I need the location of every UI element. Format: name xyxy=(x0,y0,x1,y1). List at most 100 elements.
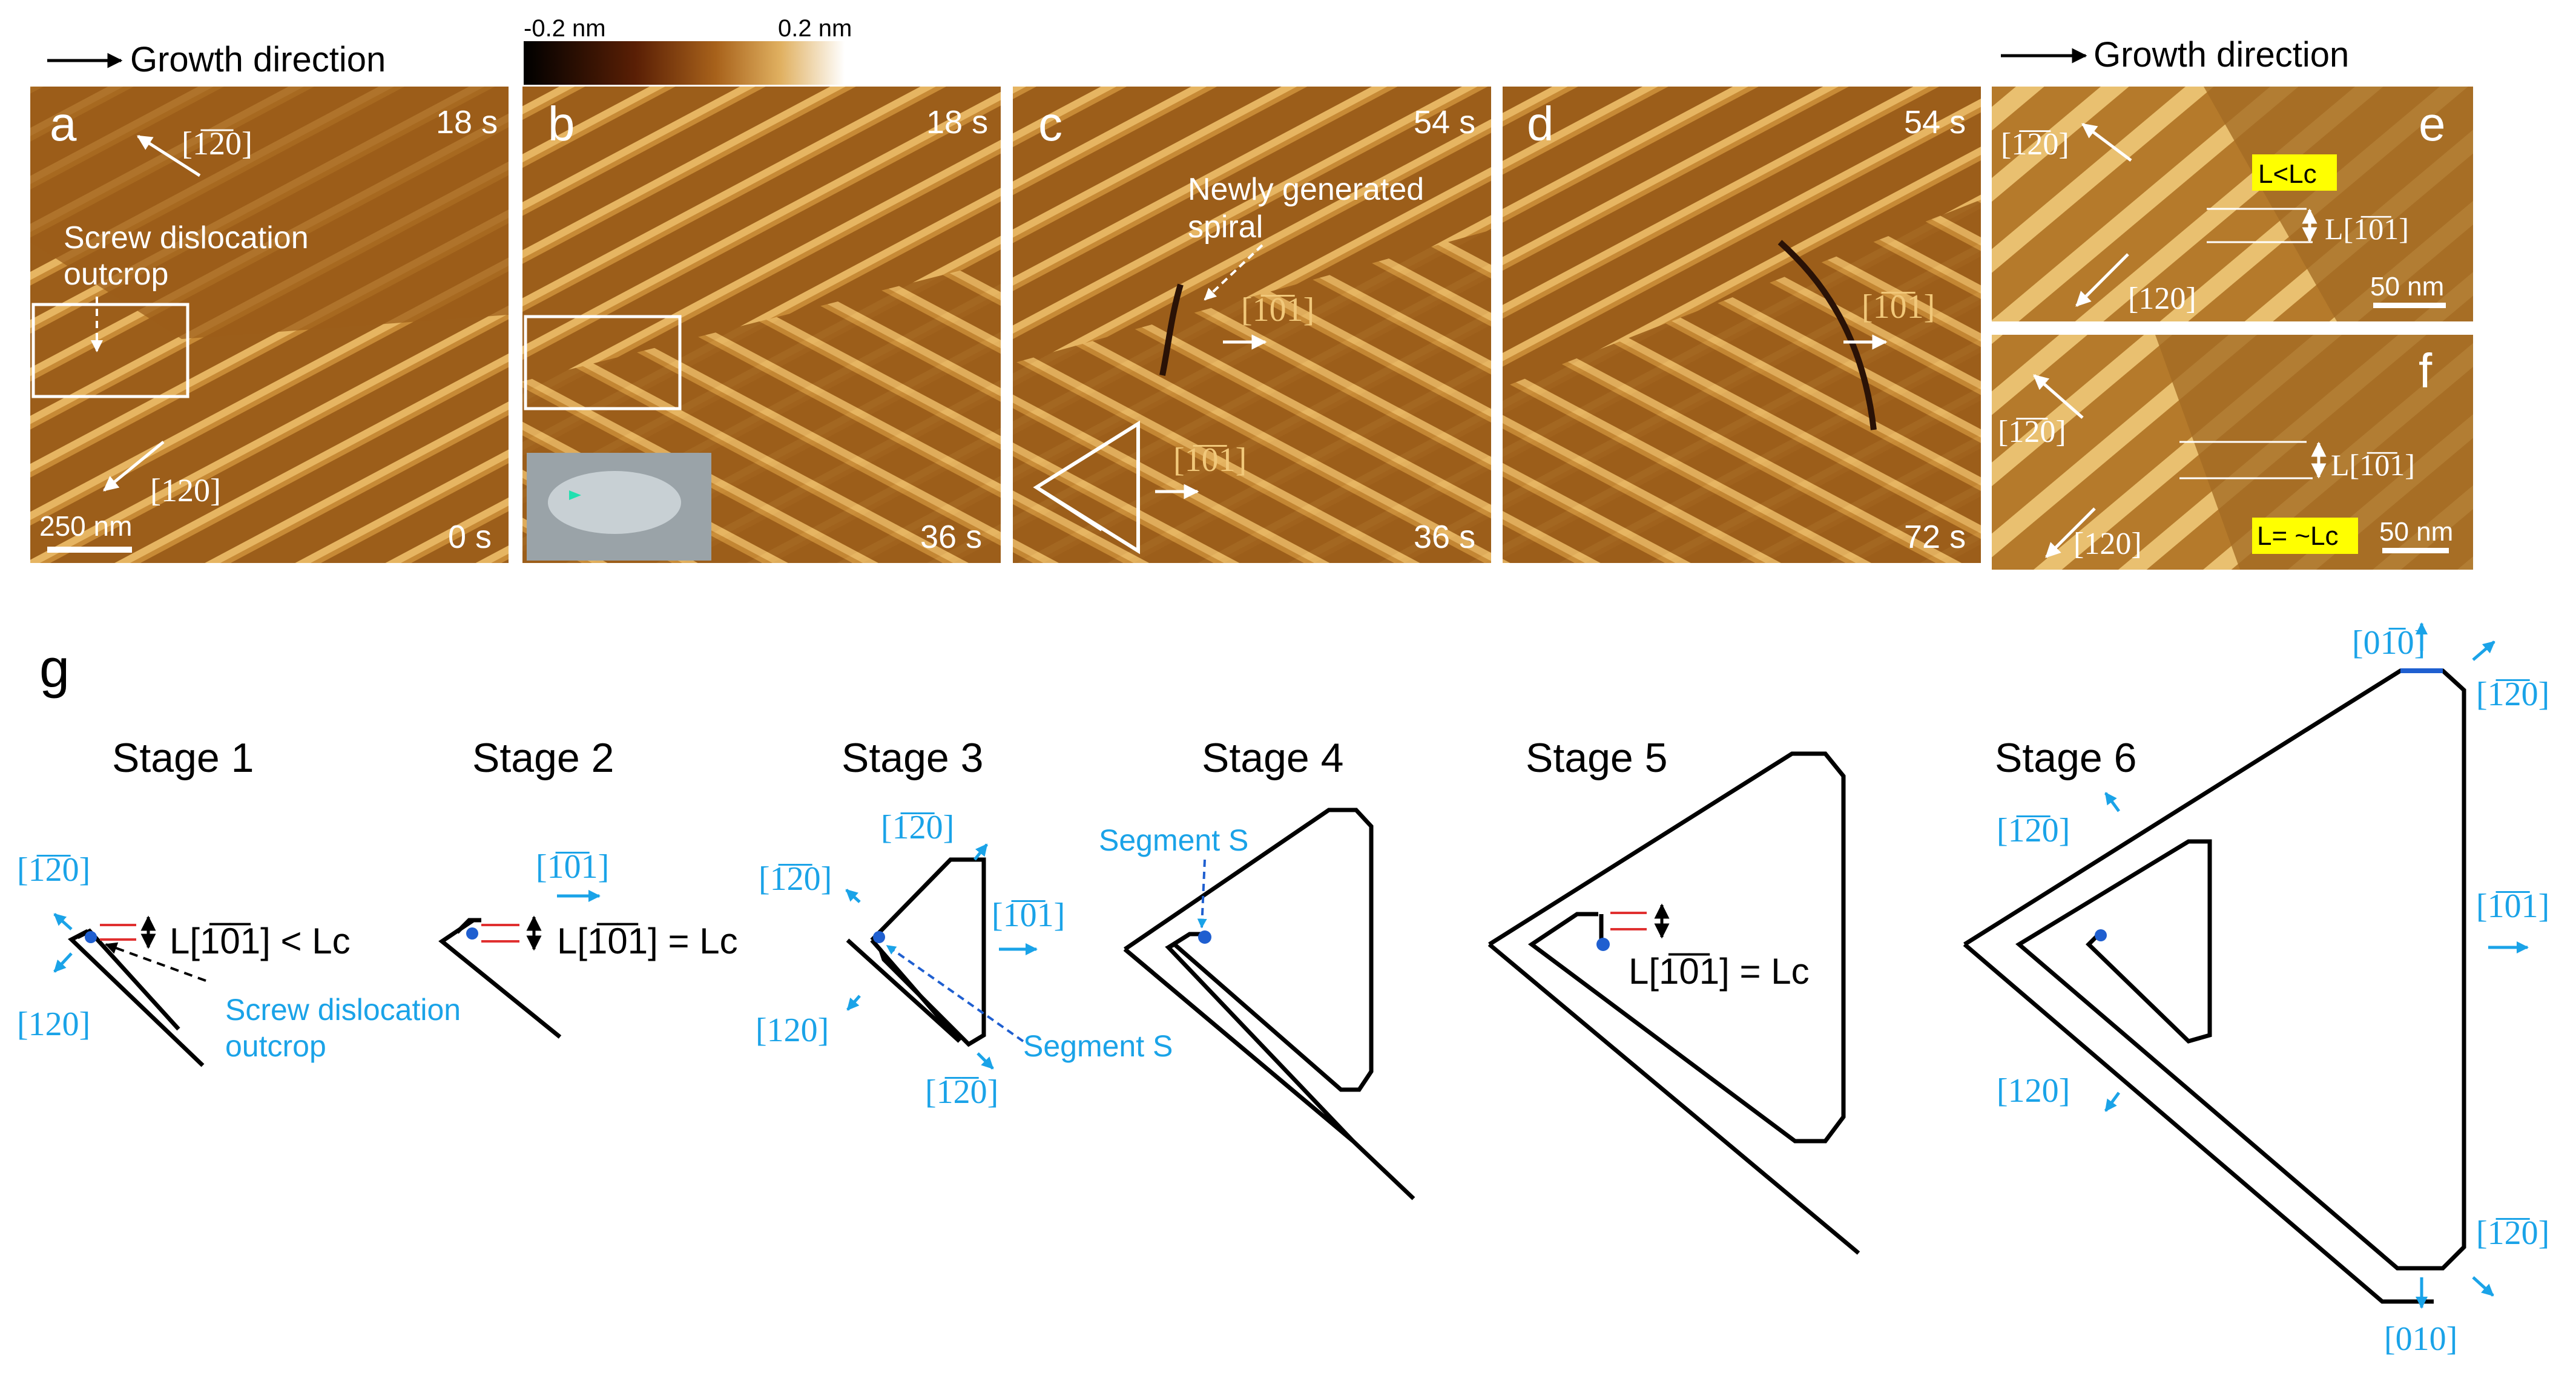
stage-5-diagram: L[1̅0̅1] = Lc xyxy=(1487,751,1860,1255)
stage-5-title: Stage 5 xyxy=(1526,735,1667,781)
panel-c-time-top: 54 s xyxy=(1414,104,1475,140)
stage-1-dir-top: [1̅2̅0] xyxy=(17,851,90,889)
panel-d-time-top: 54 s xyxy=(1904,104,1966,140)
stage-6-dir-bottom-right: [1̅2̅0] xyxy=(2476,1214,2549,1252)
panel-f-tag-bg xyxy=(2252,518,2358,554)
stage-2-diagram: [1̅0̅1] L[1̅0̅1] = Lc xyxy=(438,848,738,1039)
panel-f-scalebar xyxy=(2382,548,2449,553)
panel-d-dir: [1̅0̅1] xyxy=(1862,288,1935,326)
panel-c: c 54 s 36 s Newly generated spiral [1̅0̅… xyxy=(1013,87,1491,563)
stage-3-dir-left-top: [1̅2̅0] xyxy=(759,860,832,898)
panel-c-time-bottom: 36 s xyxy=(1414,519,1475,555)
panel-b-roi-box xyxy=(524,315,682,410)
stage-3-diagram: [1̅2̅0] [1̅2̅0] [1̅0̅1] [120] [1̅2̅0] Se… xyxy=(756,809,1173,1111)
stage-2-length: L[1̅0̅1] = Lc xyxy=(557,921,738,961)
stage-3-dir-bottom: [1̅2̅0] xyxy=(925,1073,998,1111)
schematic: g Stage 1 Stage 2 Stage 3 Stage 4 Stage … xyxy=(17,622,2549,1358)
panel-a-roi-box xyxy=(31,303,189,398)
panel-a-callout-2: outcrop xyxy=(64,257,168,292)
stage-6-diagram: [01̅0] [1̅2̅0] [1̅2̅0] [1̅0̅1] [120] [1̅… xyxy=(1963,622,2549,1358)
panel-a-time-top: 18 s xyxy=(436,104,498,140)
stage-6-dir-bottom: [010] xyxy=(2384,1320,2457,1358)
panel-a-dir-bottom: [120] xyxy=(150,472,221,509)
panel-a-time-bottom: 0 s xyxy=(448,519,492,555)
stage-4-title: Stage 4 xyxy=(1202,735,1343,781)
colorbar-min-label: -0.2 nm xyxy=(524,15,606,42)
schematic-letter: g xyxy=(39,639,70,699)
panel-c-spiral-sketch xyxy=(1033,420,1140,555)
stage-1-callout-1: Screw dislocation xyxy=(225,993,461,1027)
panel-f-dir-top: [1̅2̅0] xyxy=(1998,415,2066,449)
panel-e-scalebar xyxy=(2373,303,2446,308)
panel-e-dir-bottom: [120] xyxy=(2128,281,2196,316)
panel-a-scalebar-label: 250 nm xyxy=(39,510,132,542)
stage-6-dir-top-right: [1̅2̅0] xyxy=(2476,676,2549,713)
panel-d-letter: d xyxy=(1527,97,1554,151)
stage-2-dir: [1̅0̅1] xyxy=(536,848,609,886)
stage-6-dir-left-bottom: [120] xyxy=(1997,1072,2070,1110)
panel-b-letter: b xyxy=(548,97,575,151)
stage-1-callout-2: outcrop xyxy=(225,1029,326,1063)
stage-3-dir-upper: [1̅2̅0] xyxy=(881,809,954,846)
stage-4-segment: Segment S xyxy=(1099,823,1248,857)
stage-1-dir-bottom: [120] xyxy=(17,1006,90,1043)
stage-1-length: L[1̅0̅1] < Lc xyxy=(170,921,351,961)
panel-d-time-bottom: 72 s xyxy=(1904,519,1966,555)
stage-6-dir-right: [1̅0̅1] xyxy=(2476,887,2549,925)
panel-b-inset-crystal xyxy=(548,471,681,534)
panel-b-time-bottom: 36 s xyxy=(920,519,982,555)
panel-f-letter: f xyxy=(2419,344,2433,398)
stage-3-dislocation-dot xyxy=(873,931,885,943)
stage-6-title: Stage 6 xyxy=(1995,735,2136,781)
stage-3-dir-left-bottom: [120] xyxy=(756,1012,829,1049)
panel-b-time-top: 18 s xyxy=(926,104,988,140)
panel-f-scalebar-label: 50 nm xyxy=(2379,517,2453,547)
panel-f-tag: L= ~Lc xyxy=(2257,521,2339,551)
panel-e-letter: e xyxy=(2419,97,2446,151)
panel-a-scalebar xyxy=(47,547,132,553)
panel-c-callout-2: spiral xyxy=(1188,209,1263,245)
stage-5-length: L[1̅0̅1] = Lc xyxy=(1629,951,1810,992)
panel-c-dir-upper: [1̅0̅1] xyxy=(1241,291,1314,329)
stage-6-dislocation-dot xyxy=(2095,929,2107,941)
panel-f-length-label: L[1̅0̅1] xyxy=(2331,448,2415,482)
panel-f: f [1̅2̅0] L[1̅0̅1] [120] L= ~Lc 50 nm xyxy=(1992,335,2473,570)
panel-e-dir-top: [1̅2̅0] xyxy=(2001,127,2069,162)
panel-e-length-label: L[1̅0̅1] xyxy=(2325,212,2409,246)
growth-direction-left: Growth direction xyxy=(47,40,386,79)
stage-1-title: Stage 1 xyxy=(112,735,254,781)
stage-1-dislocation-dot xyxy=(85,931,97,943)
panel-d: d 54 s 72 s [1̅0̅1] xyxy=(1503,87,1981,563)
colorbar-max-label: 0.2 nm xyxy=(778,15,852,42)
stage-6-dir-top: [01̅0] xyxy=(2352,624,2425,662)
panel-e-tag-bg xyxy=(2252,154,2337,191)
panel-c-spiral-trench xyxy=(1159,283,1184,376)
stage-3-title: Stage 3 xyxy=(842,735,983,781)
panel-e-scalebar-label: 50 nm xyxy=(2370,272,2444,301)
panel-c-callout-1: Newly generated xyxy=(1188,172,1424,207)
growth-direction-right: Growth direction xyxy=(2001,35,2349,74)
panel-a-letter: a xyxy=(50,97,77,151)
panel-c-letter: c xyxy=(1038,97,1062,151)
stage-6-dir-left-top: [1̅2̅0] xyxy=(1997,812,2070,849)
panel-b-inset-marker xyxy=(569,490,581,500)
colorbar: -0.2 nm 0.2 nm xyxy=(524,15,852,85)
panel-a-callout-1: Screw dislocation xyxy=(64,220,309,255)
colorbar-gradient xyxy=(524,41,845,85)
panel-b: b 18 s 36 s xyxy=(522,87,1001,563)
panel-a: a 18 s 0 s [1̅2̅0] Screw dislocation out… xyxy=(30,87,509,563)
panel-d-spiral-trench xyxy=(1777,240,1877,430)
stage-4-dislocation-dot xyxy=(1198,930,1211,944)
stage-2-dislocation-dot xyxy=(466,927,478,940)
panel-f-dir-bottom: [120] xyxy=(2074,527,2142,561)
stage-2-title: Stage 2 xyxy=(472,735,614,781)
panel-c-dir-lower: [1̅0̅1] xyxy=(1173,441,1247,479)
panel-e-tag: L<Lc xyxy=(2258,159,2317,189)
growth-direction-right-label: Growth direction xyxy=(2093,35,2349,74)
panel-a-dir-top: [1̅2̅0] xyxy=(182,125,252,162)
stage-1-diagram: [1̅2̅0] [120] L[1̅0̅1] < Lc Screw disloc… xyxy=(17,851,461,1067)
stage-5-dislocation-dot xyxy=(1596,938,1610,951)
panel-e: e L<Lc [1̅2̅0] L[1̅0̅1] [120] 50 nm xyxy=(1992,87,2473,321)
growth-direction-left-label: Growth direction xyxy=(130,40,386,79)
